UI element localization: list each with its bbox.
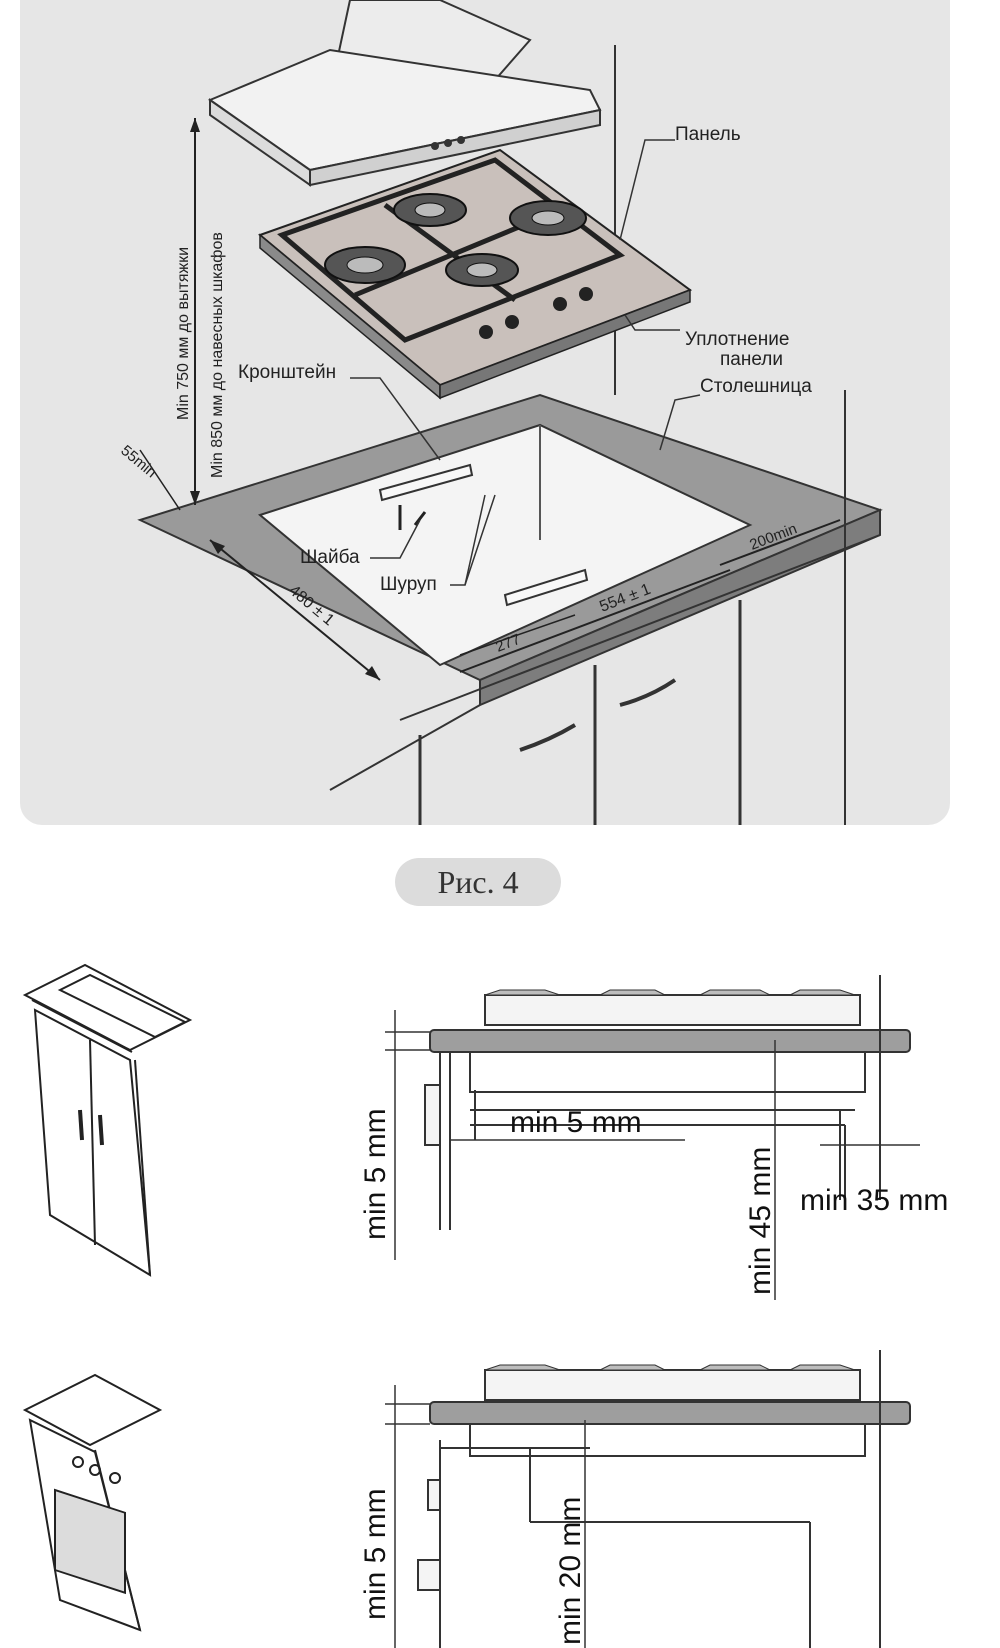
width-dimension [459,569,731,673]
leader-washer [370,519,421,559]
section-oven [385,1350,911,1648]
pan-support-grid [277,157,626,343]
label-cabinet-min: Min 850 мм до навесных шкафов [209,232,226,478]
control-knob-icon [479,325,493,339]
label-washer: Шайба [300,547,360,568]
control-knob-icon [505,315,519,329]
figure-4-panel: Панель Уплотнение панели Столешница Крон… [20,0,950,825]
hood-button-icon [431,142,439,150]
door-handle-left [519,723,577,752]
hob-seal-front [439,288,691,400]
bracket-icon [378,463,474,502]
section-cabinet [385,975,920,1300]
leader-seal [624,314,680,331]
side-gap-dimension [719,519,841,566]
label-hood-min: Min 750 мм до вытяжки [175,247,192,420]
cabinet-base-line [329,704,481,791]
cabinet-icon [22,963,193,1277]
label-min-top-1: min 5 mm [359,1108,392,1240]
control-knob-icon [579,287,593,301]
label-back-gap: 55min [117,442,159,481]
leader-countertop [659,394,701,451]
leader-screw-b [464,494,496,586]
door-handle-right [619,678,677,707]
oven-icon [22,1373,163,1632]
label-panel: Панель [675,124,741,145]
washer-icon [413,511,427,526]
hood-front-face [309,108,601,187]
hood-button-icon [444,139,452,147]
leader-bracket [350,377,441,461]
depth-dimension [209,539,381,681]
countertop-cutout [257,423,753,667]
label-min-below-1: min 45 mm [744,1147,777,1295]
leader-panel [619,139,675,241]
figure-caption: Рис. 4 [395,858,561,906]
hood-button-icon [457,136,465,144]
label-bracket: Кронштейн [238,362,336,383]
back-gap-dimension [139,449,181,511]
label-screw: Шуруп [380,574,437,595]
cabinet-top-edge [399,534,881,721]
label-min-top-2: min 5 mm [359,1488,392,1620]
label-countertop: Столешница [700,376,812,397]
label-min-wall-1: min 35 mm [800,1184,948,1217]
bracket-icon [503,568,589,607]
control-knob-icon [553,297,567,311]
label-min-below-2: min 20 mm [554,1497,587,1645]
label-min-side-1: min 5 mm [510,1106,642,1139]
label-seal-line1: Уплотнение [685,329,789,350]
label-seal-line2: панели [720,349,783,370]
hob-installation-diagram: Панель Уплотнение панели Столешница Крон… [117,0,883,825]
bracket-offset-dimension [459,614,576,656]
